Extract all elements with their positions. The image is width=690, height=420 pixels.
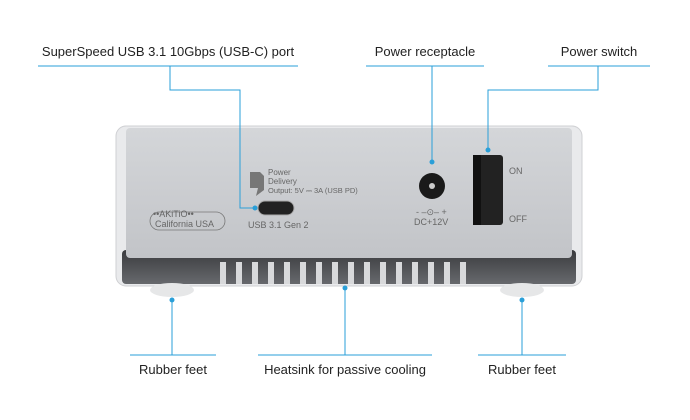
label-power-receptacle: Power receptacle — [374, 44, 476, 59]
rubber-foot-right — [500, 283, 544, 297]
label-heatsink: Heatsink for passive cooling — [264, 362, 426, 377]
pd-title-2: Delivery — [268, 177, 297, 186]
label-usb-port: SuperSpeed USB 3.1 10Gbps (USB-C) port — [41, 44, 295, 59]
rubber-foot-left — [150, 283, 194, 297]
switch-off-label: OFF — [509, 214, 527, 224]
switch-on-label: ON — [509, 166, 523, 176]
usb-port-label: USB 3.1 Gen 2 — [248, 220, 309, 230]
brand-badge — [149, 211, 226, 231]
heatsink-fins — [220, 262, 466, 284]
pd-output: Output: 5V ⎓ 3A (USB PD) — [268, 186, 358, 195]
front-plate — [126, 128, 572, 258]
pd-title-1: Power — [268, 168, 291, 177]
label-rubber-feet-right: Rubber feet — [488, 362, 556, 377]
power-delivery-icon — [250, 172, 264, 196]
brand-name: ••AKiTiO•• — [153, 209, 194, 219]
label-power-switch: Power switch — [560, 44, 638, 59]
dc-label: DC+12V — [414, 217, 449, 227]
brand-location: California USA — [155, 219, 215, 229]
dc-symbol: - –⊙– + — [416, 207, 447, 217]
usb-c-port — [257, 200, 295, 216]
label-rubber-feet-left: Rubber feet — [139, 362, 207, 377]
